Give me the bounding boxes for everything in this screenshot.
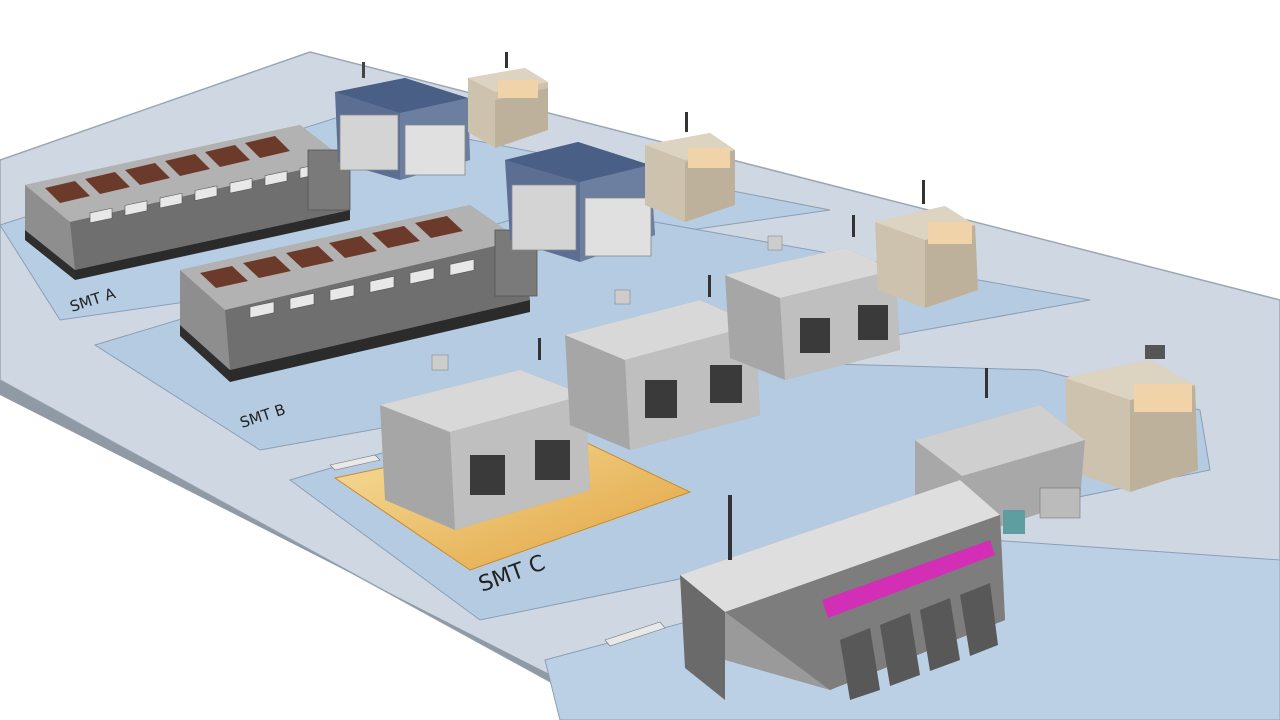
placement-line-smt-a[interactable] xyxy=(25,125,351,280)
floor-marker-1 xyxy=(329,454,381,471)
placement-line-smt-b[interactable] xyxy=(180,205,538,382)
reflow-oven[interactable] xyxy=(680,368,1085,700)
floor-marker-2 xyxy=(604,621,666,647)
placement-module-c3[interactable] xyxy=(725,215,900,380)
blue-placement-machine-b[interactable] xyxy=(505,142,655,262)
blue-placement-machine-a[interactable] xyxy=(335,62,470,180)
inspection-cabinet-a[interactable] xyxy=(468,52,548,148)
reflow-conveyor-strip xyxy=(822,540,995,618)
inspection-cabinet-d[interactable] xyxy=(1065,345,1198,492)
inspection-cabinet-b[interactable] xyxy=(645,112,735,222)
placement-module-c2[interactable] xyxy=(565,275,760,450)
placement-module-c1[interactable] xyxy=(380,338,590,530)
inspection-cabinet-c[interactable] xyxy=(875,180,978,308)
